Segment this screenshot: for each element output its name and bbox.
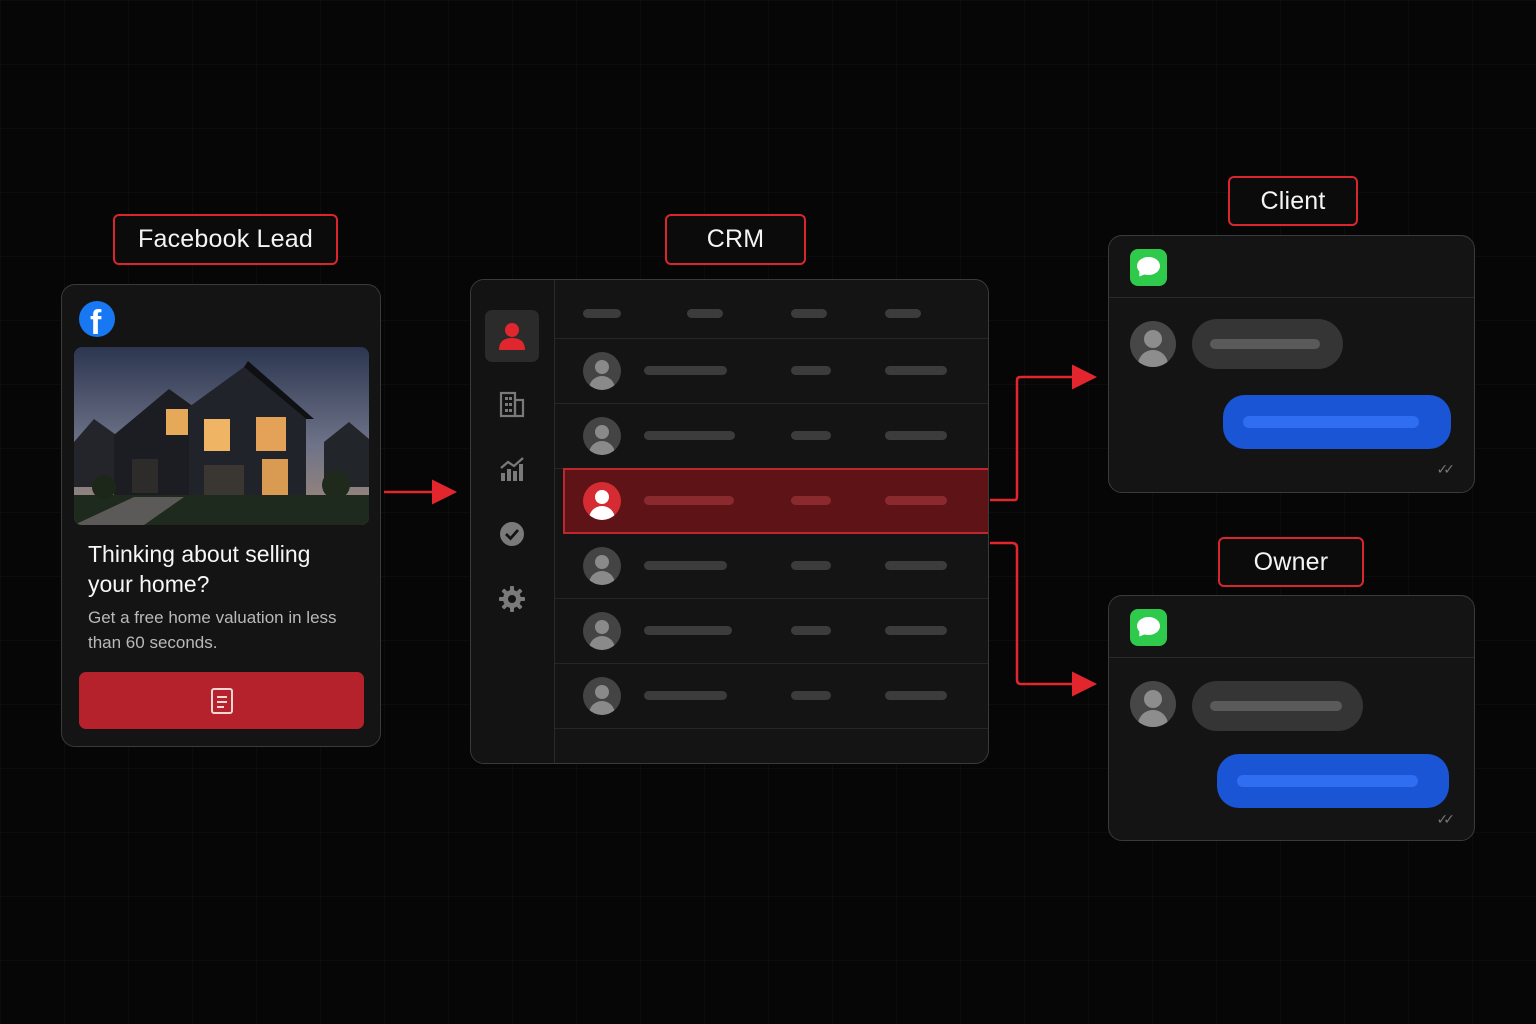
contact-avatar-icon xyxy=(583,352,621,390)
contact-icon xyxy=(499,323,525,350)
chart-icon xyxy=(500,457,524,481)
contact-avatar-icon xyxy=(1130,321,1176,367)
table-row[interactable] xyxy=(555,599,988,664)
header-cell xyxy=(687,309,723,318)
arrow-crm-to-owner xyxy=(990,541,1097,697)
header-cell xyxy=(885,309,921,318)
crm-panel xyxy=(470,279,989,764)
table-row[interactable] xyxy=(555,339,988,404)
label-crm: CRM xyxy=(665,214,806,265)
outgoing-message-bubble xyxy=(1223,395,1451,449)
contact-avatar-icon xyxy=(583,482,621,520)
crm-table-header xyxy=(555,280,988,339)
client-message-card: ✓✓ xyxy=(1108,235,1475,493)
label-client: Client xyxy=(1228,176,1358,226)
double-check-icon: ✓✓ xyxy=(1436,812,1456,828)
crm-sidebar xyxy=(471,280,555,763)
arrow-crm-to-client xyxy=(990,364,1097,502)
sidebar-item-contacts[interactable] xyxy=(485,310,539,362)
ad-headline: Thinking about selling your home? xyxy=(88,541,311,597)
check-circle-icon xyxy=(500,522,524,546)
sidebar-item-reports[interactable] xyxy=(485,443,539,495)
facebook-logo-icon: f xyxy=(79,301,115,337)
label-owner: Owner xyxy=(1218,537,1364,587)
contact-avatar-icon xyxy=(583,547,621,585)
building-icon xyxy=(499,391,525,418)
table-row-selected[interactable] xyxy=(563,468,988,534)
contact-avatar-icon xyxy=(583,417,621,455)
outgoing-message-bubble xyxy=(1217,754,1449,808)
house-photo xyxy=(74,347,369,525)
contact-avatar-icon xyxy=(583,612,621,650)
label-facebook-lead: Facebook Lead xyxy=(113,214,338,265)
gear-icon xyxy=(499,586,525,612)
double-check-icon: ✓✓ xyxy=(1436,462,1456,478)
table-row[interactable] xyxy=(555,664,988,729)
messages-icon xyxy=(1130,609,1167,646)
message-header xyxy=(1109,236,1474,298)
ad-cta-button[interactable] xyxy=(79,672,364,729)
contact-avatar-icon xyxy=(583,677,621,715)
sidebar-item-companies[interactable] xyxy=(485,378,539,430)
sidebar-item-settings[interactable] xyxy=(485,573,539,625)
contact-avatar-icon xyxy=(1130,681,1176,727)
messages-icon xyxy=(1130,249,1167,286)
table-row[interactable] xyxy=(555,534,988,599)
sidebar-item-tasks[interactable] xyxy=(485,508,539,560)
ad-subtext: Get a free home valuation in less than 6… xyxy=(88,608,337,652)
header-cell xyxy=(583,309,621,318)
incoming-message-bubble xyxy=(1192,681,1363,731)
header-cell xyxy=(791,309,827,318)
document-icon xyxy=(210,687,233,714)
incoming-message-bubble xyxy=(1192,319,1343,369)
message-header xyxy=(1109,596,1474,658)
facebook-ad-card: f xyxy=(61,284,381,747)
owner-message-card: ✓✓ xyxy=(1108,595,1475,841)
table-row[interactable] xyxy=(555,404,988,469)
